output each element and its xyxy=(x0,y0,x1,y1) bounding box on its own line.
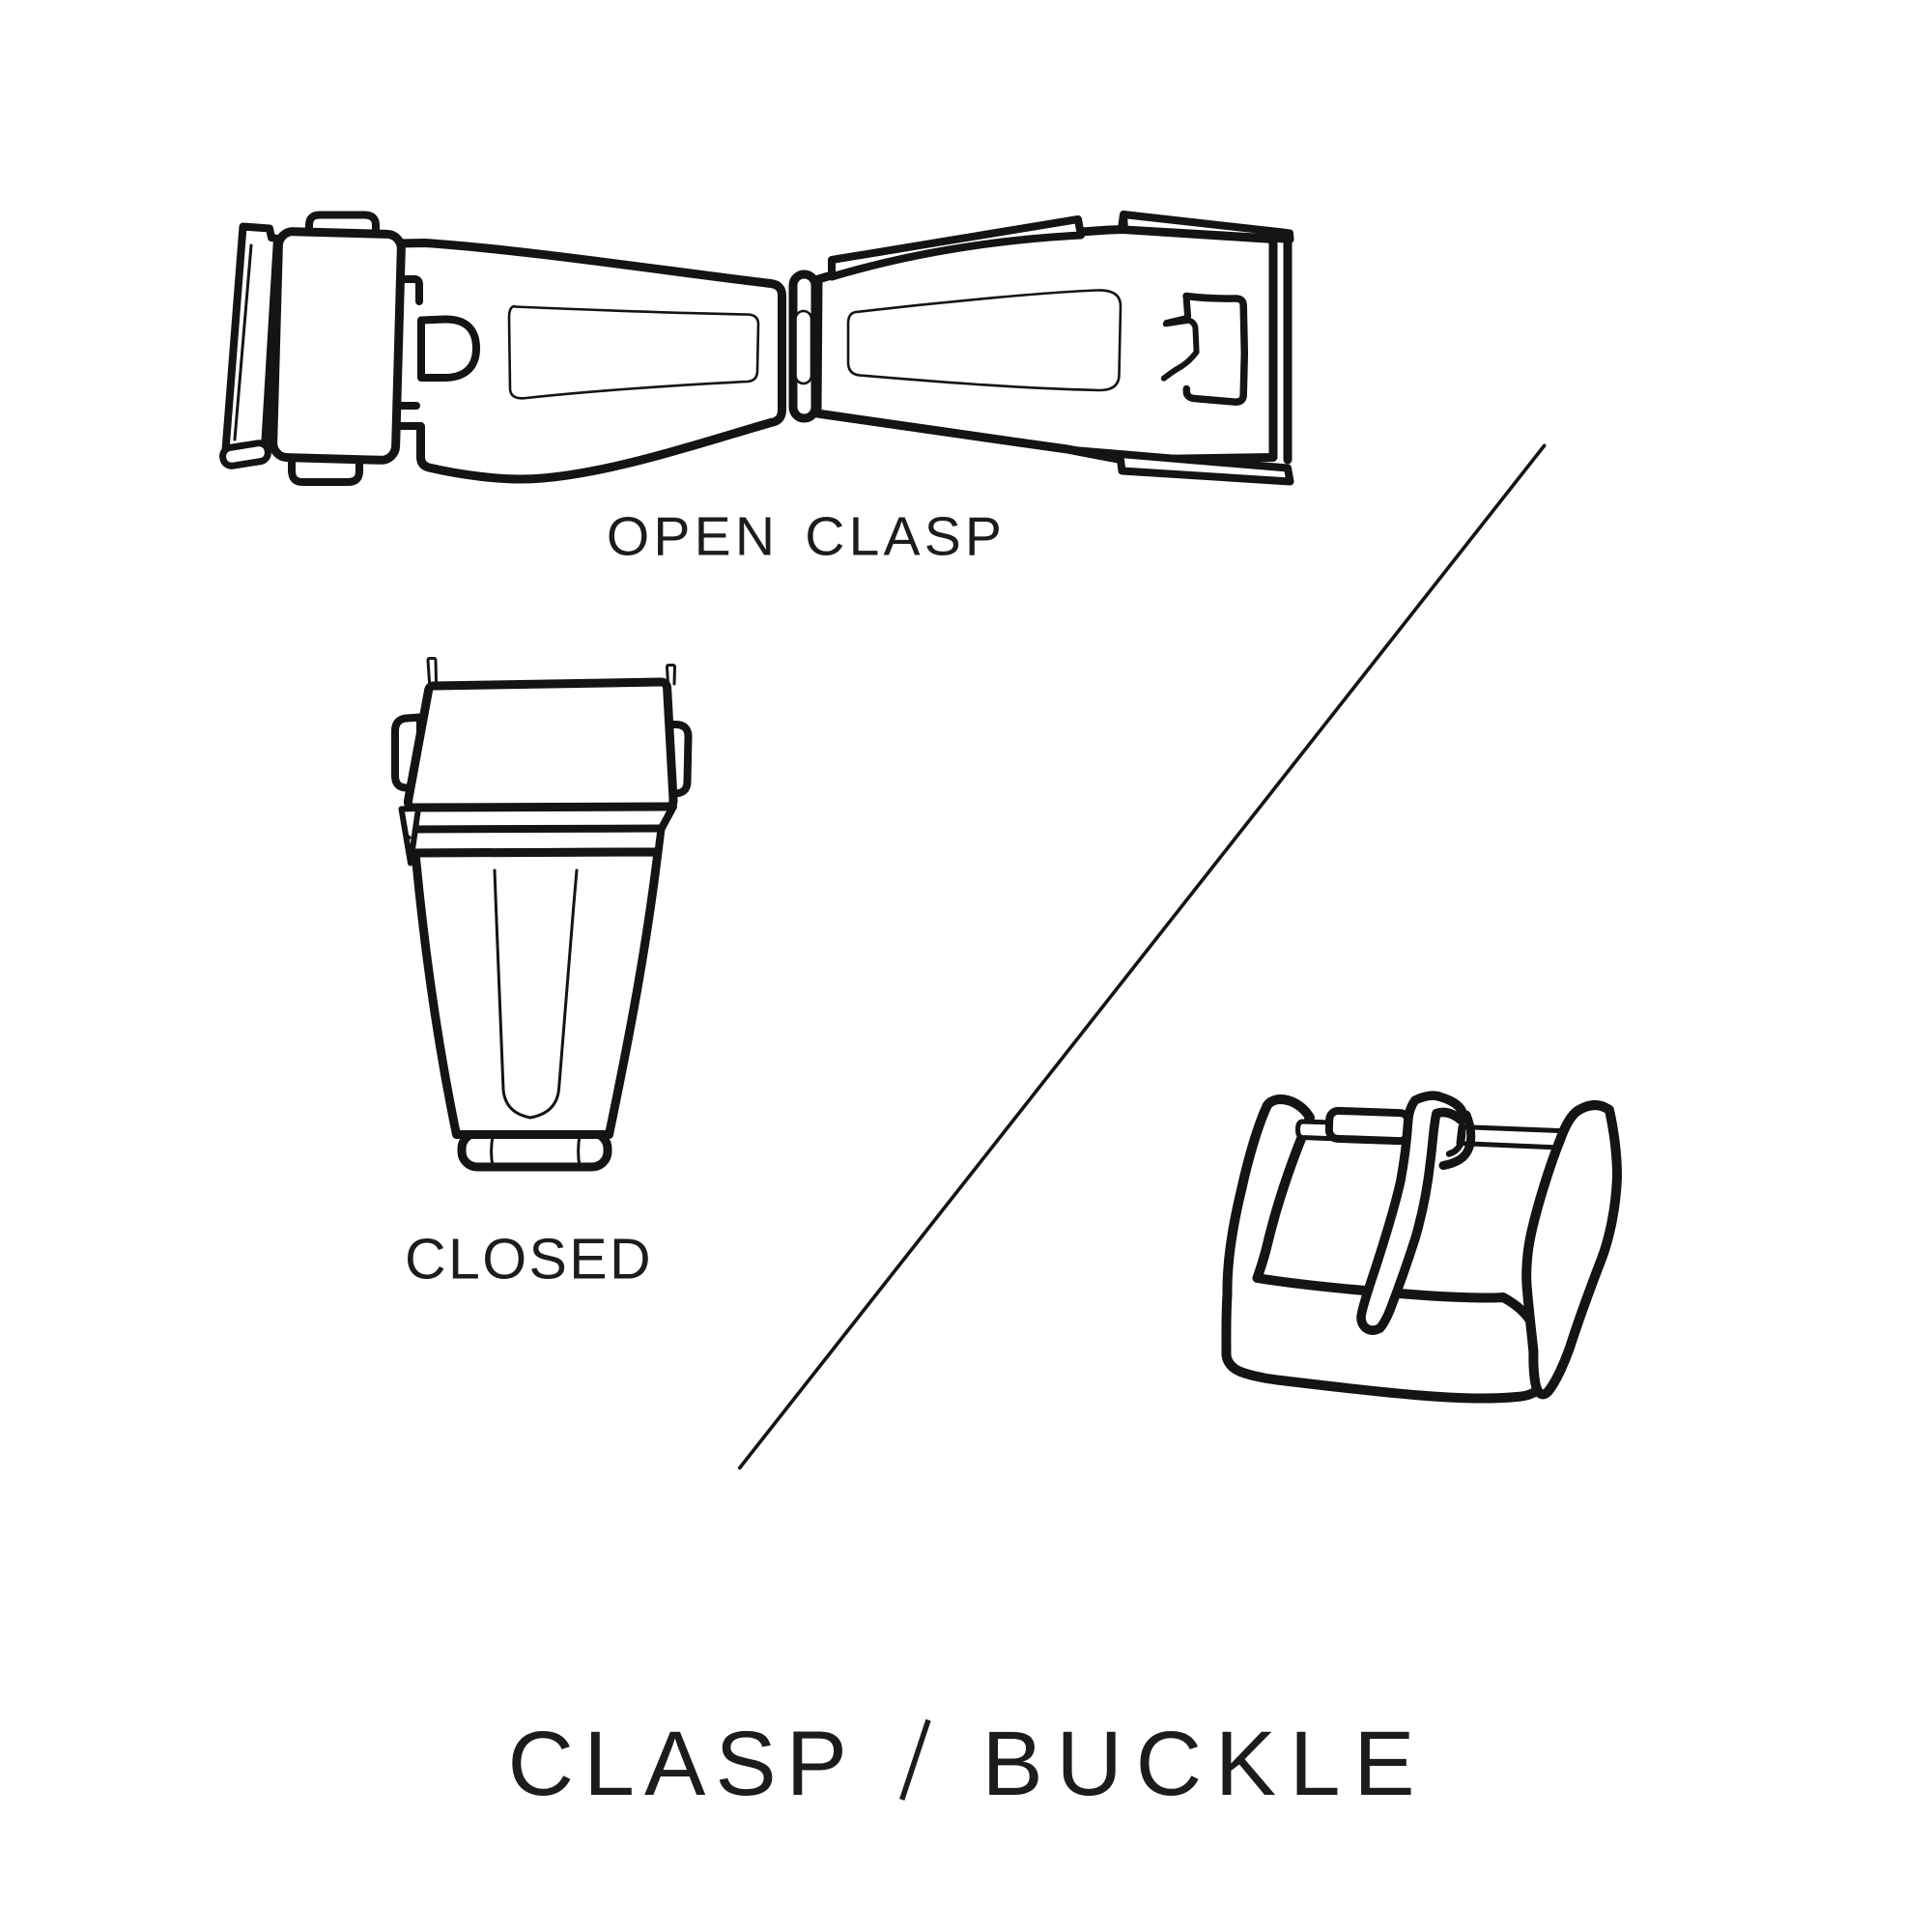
svg-text:CLOSED: CLOSED xyxy=(405,1228,653,1292)
svg-text:BUCKLE: BUCKLE xyxy=(981,1713,1428,1815)
svg-text:CLASP: CLASP xyxy=(508,1713,858,1815)
svg-text:OPEN CLASP: OPEN CLASP xyxy=(607,506,1006,568)
